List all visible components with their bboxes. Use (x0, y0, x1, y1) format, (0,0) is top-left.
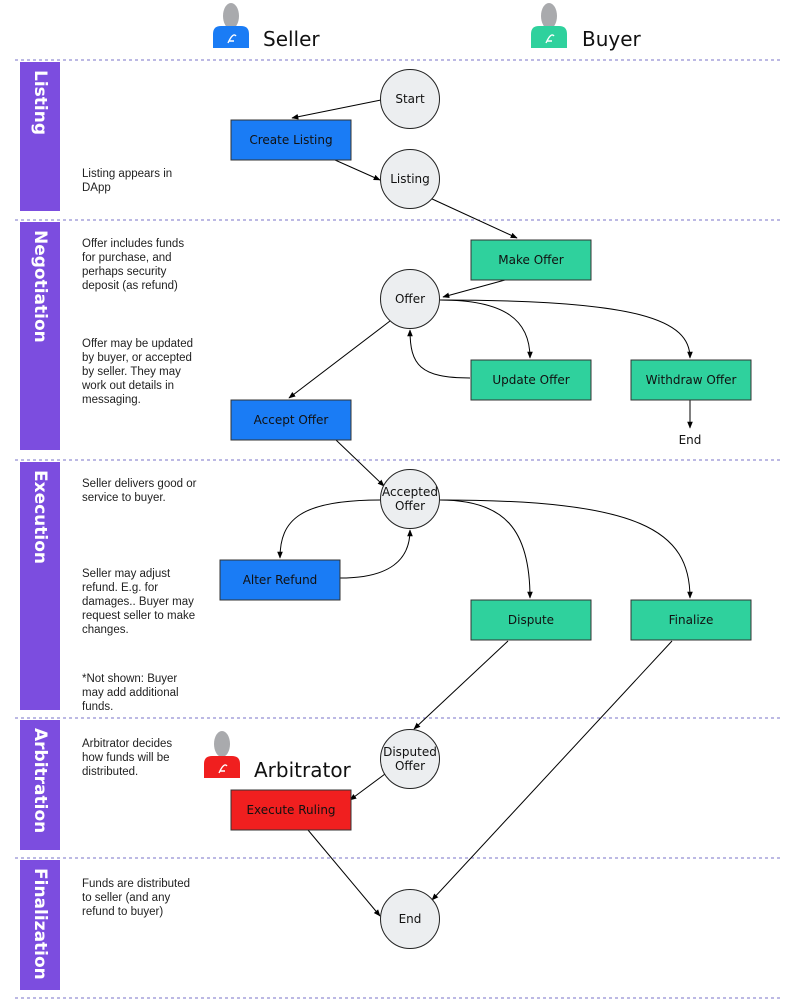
edge-makeoffer-offer (442, 279, 506, 299)
state-start: Start (380, 69, 440, 129)
note-offer-update: Offer may be updated by buyer, or accept… (82, 338, 194, 406)
lane-labels: Listing Negotiation Execution Arbitratio… (20, 62, 60, 990)
withdraw-end-label: End (679, 433, 702, 447)
svg-text:Withdraw Offer: Withdraw Offer (646, 373, 737, 387)
edge-accepted-finalize (439, 499, 693, 599)
actor-seller: Seller (213, 3, 320, 51)
lane-negotiation (20, 222, 60, 450)
note-refund: Seller may adjust refund. E.g. for damag… (82, 568, 196, 636)
action-make-offer: Make Offer (470, 239, 592, 281)
note-delivery: Seller delivers good or service to buyer… (82, 478, 197, 504)
svg-text:Make Offer: Make Offer (498, 253, 564, 267)
state-accepted-offer: Accepted Offer (380, 469, 440, 529)
actor-buyer: Buyer (531, 3, 642, 51)
lane-listing (20, 62, 60, 211)
svg-text:Accept Offer: Accept Offer (254, 413, 329, 427)
edge-offer-update (439, 299, 533, 359)
svg-text:Execute Ruling: Execute Ruling (246, 803, 335, 817)
edge-accepted-dispute (439, 499, 533, 599)
state-end: End (380, 889, 440, 949)
lane-label-arbitration: Arbitration (30, 728, 50, 833)
note-offer-funds: Offer includes funds for purchase, and p… (82, 238, 185, 292)
seller-label: Seller (263, 27, 320, 51)
action-withdraw-offer: Withdraw Offer (630, 359, 752, 401)
lane-arbitration (20, 720, 60, 850)
seller-avatar-icon (213, 3, 249, 48)
action-accept-offer: Accept Offer (230, 399, 352, 441)
action-finalize: Finalize (630, 599, 752, 641)
edge-update-offer (407, 329, 471, 379)
edge-listing-makeoffer (429, 197, 518, 239)
edge-disputed-ruling (349, 773, 386, 801)
note-arbitrator: Arbitrator decides how funds will be dis… (82, 738, 173, 778)
svg-text:Create Listing: Create Listing (249, 133, 332, 147)
svg-text:Disputed: Disputed (383, 745, 437, 759)
action-update-offer: Update Offer (470, 359, 592, 401)
note-listing: Listing appears in DApp (82, 168, 173, 194)
lane-label-execution: Execution (30, 470, 50, 564)
action-boxes: Create Listing Make Offer Update Offer W… (219, 119, 752, 831)
buyer-avatar-icon (531, 3, 567, 48)
edge-ruling-end (307, 829, 381, 917)
lane-execution (20, 462, 60, 710)
svg-text:Listing: Listing (390, 172, 430, 186)
lane-dividers (15, 59, 780, 999)
lane-label-listing: Listing (30, 70, 50, 135)
arbitrator-avatar-icon (204, 731, 240, 778)
edge-accepted-alter (277, 499, 381, 559)
state-offer: Offer (380, 269, 440, 329)
edge-alter-accepted (339, 529, 413, 579)
svg-text:End: End (399, 912, 422, 926)
svg-text:Alter Refund: Alter Refund (243, 573, 318, 587)
state-disputed-offer: Disputed Offer (380, 729, 440, 789)
action-create-listing: Create Listing (230, 119, 352, 161)
edge-create-listing (334, 159, 381, 181)
actor-arbitrator: Arbitrator (204, 731, 352, 782)
svg-text:Update Offer: Update Offer (492, 373, 569, 387)
buyer-label: Buyer (582, 27, 642, 51)
svg-text:Accepted: Accepted (382, 485, 438, 499)
connectors (277, 99, 693, 917)
edge-finalize-end (431, 640, 673, 901)
edge-offer-withdraw (439, 299, 693, 359)
state-listing: Listing (380, 149, 440, 209)
svg-text:Offer: Offer (395, 499, 425, 513)
edge-start-create (291, 99, 382, 120)
action-dispute: Dispute (470, 599, 592, 641)
svg-text:Offer: Offer (395, 292, 425, 306)
state-nodes: Start Listing Offer Accepted Offer Dispu… (380, 69, 702, 949)
edge-offer-accept (288, 320, 391, 399)
edge-dispute-disputed (413, 640, 509, 730)
edge-accept-accepted (335, 439, 385, 487)
lane-label-negotiation: Negotiation (30, 230, 50, 343)
action-execute-ruling: Execute Ruling (230, 789, 352, 831)
note-funds: Funds are distributed to seller (and any… (82, 878, 191, 918)
lane-finalization (20, 860, 60, 990)
lane-label-finalization: Finalization (30, 868, 50, 980)
svg-text:Dispute: Dispute (508, 613, 554, 627)
svg-text:Finalize: Finalize (669, 613, 714, 627)
svg-text:Offer: Offer (395, 759, 425, 773)
arbitrator-label: Arbitrator (254, 758, 352, 782)
svg-text:Start: Start (395, 92, 425, 106)
note-not-shown: *Not shown: Buyer may add additional fun… (82, 673, 179, 713)
action-alter-refund: Alter Refund (219, 559, 341, 601)
